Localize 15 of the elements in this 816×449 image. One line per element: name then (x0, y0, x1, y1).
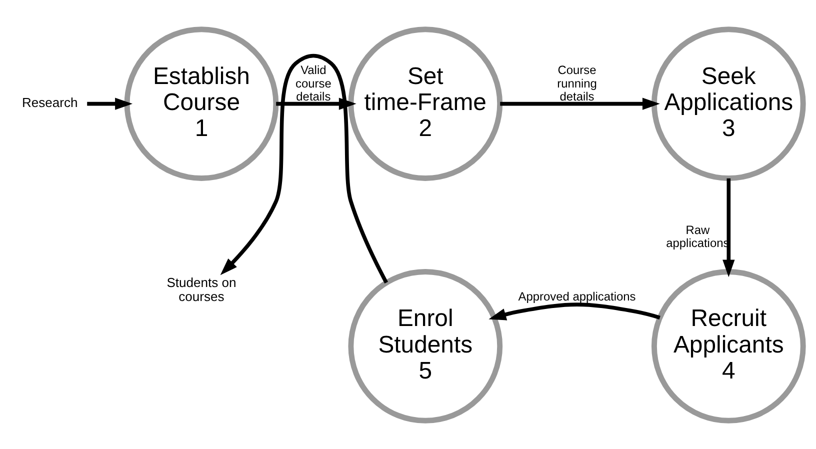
edge-label: Valid course details (296, 62, 332, 103)
node-circle: Seek Applications 3 (651, 26, 806, 180)
arrow (722, 178, 735, 277)
node-text: Students on courses (166, 274, 236, 304)
arrow (488, 302, 660, 320)
arrow (87, 97, 132, 110)
node-circle: Recruit Applicants 4 (651, 268, 806, 423)
node-circle: Establish Course 1 (124, 26, 279, 180)
arrow (500, 97, 660, 110)
edge-label: Course running details (557, 62, 597, 103)
node-circle: Set time-Frame 2 (348, 26, 503, 180)
node-circle: Enrol Students 5 (348, 268, 503, 423)
edge-label: Approved applications (518, 288, 636, 303)
node-text: Research (22, 94, 78, 110)
arrow (220, 53, 388, 284)
